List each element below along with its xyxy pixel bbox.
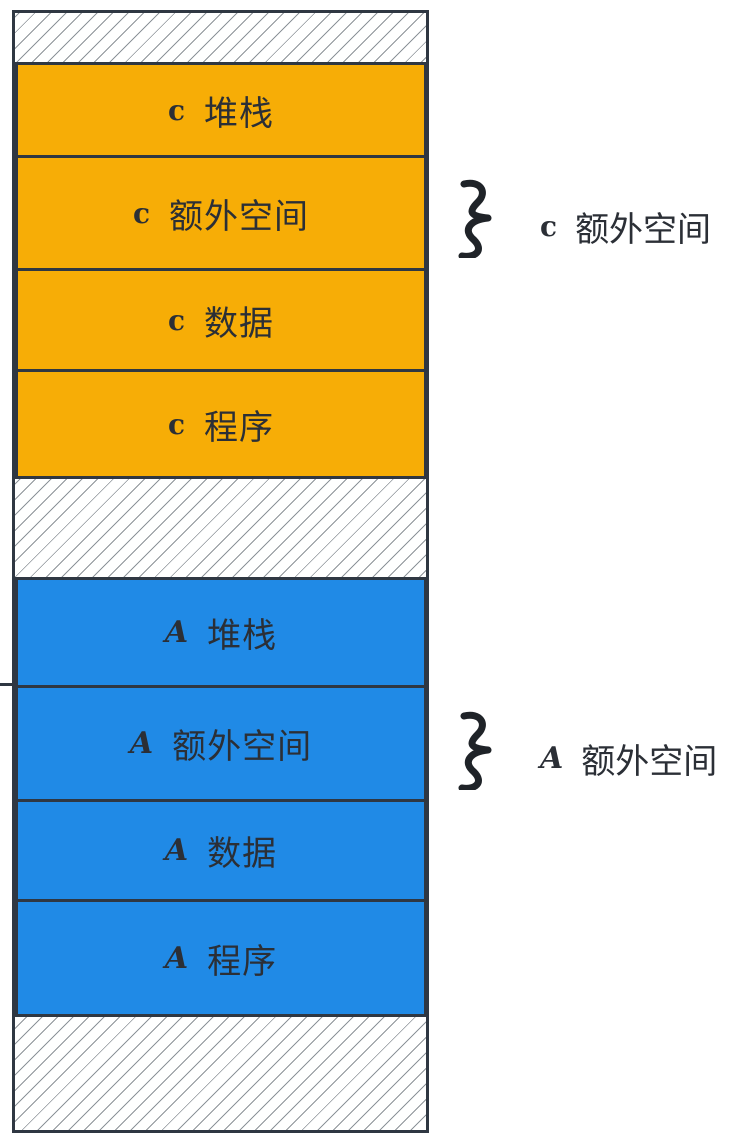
outer-tick-mark	[0, 683, 15, 686]
segment-label: 堆栈	[204, 93, 275, 134]
process-c-extra-space-annotation: c 额外空间	[540, 202, 711, 251]
process-c-data-segment: c 数据	[18, 271, 424, 372]
process-a-stack-segment: A 堆栈	[18, 580, 424, 688]
segment-label: 额外空间	[169, 196, 310, 237]
process-a-extra-space-annotation: A 额外空间	[540, 734, 717, 783]
segment-label: 程序	[204, 407, 275, 448]
segment-label: 堆栈	[207, 616, 278, 656]
process-c-prefix: c	[167, 93, 187, 127]
process-a-data-segment: A 数据	[18, 802, 424, 902]
process-c-prefix: c	[132, 196, 152, 230]
process-a-prefix: A	[129, 726, 155, 761]
process-a-prefix: A	[164, 940, 190, 976]
segment-label: 数据	[207, 834, 278, 874]
segment-label: 程序	[207, 941, 278, 982]
annotation-label: 额外空间	[581, 742, 718, 782]
annotation-label: 额外空间	[575, 210, 712, 250]
process-c-program-segment: c 程序	[18, 372, 424, 476]
curly-brace-icon	[458, 711, 492, 790]
process-a-extra-space-segment: A 额外空间	[18, 688, 424, 802]
annotation-prefix: c	[540, 210, 558, 243]
process-c-prefix: c	[167, 303, 187, 337]
process-a-program-segment: A 程序	[18, 902, 424, 1014]
process-a-prefix: A	[164, 833, 190, 868]
segment-label: 额外空间	[172, 727, 313, 767]
process-c-prefix: c	[167, 407, 187, 441]
process-a-block: A 堆栈 A 额外空间 A 数据 A 程序	[15, 577, 427, 1017]
process-a-prefix: A	[164, 615, 190, 650]
process-c-block: c 堆栈 c 额外空间 c 数据 c 程序	[15, 62, 427, 479]
curly-brace-icon	[458, 179, 492, 258]
annotation-prefix: A	[540, 741, 564, 776]
process-c-extra-space-segment: c 额外空间	[18, 158, 424, 271]
memory-column: c 堆栈 c 额外空间 c 数据 c 程序 A 堆栈 A	[12, 10, 429, 1133]
segment-label: 数据	[204, 303, 275, 344]
process-c-stack-segment: c 堆栈	[18, 65, 424, 158]
